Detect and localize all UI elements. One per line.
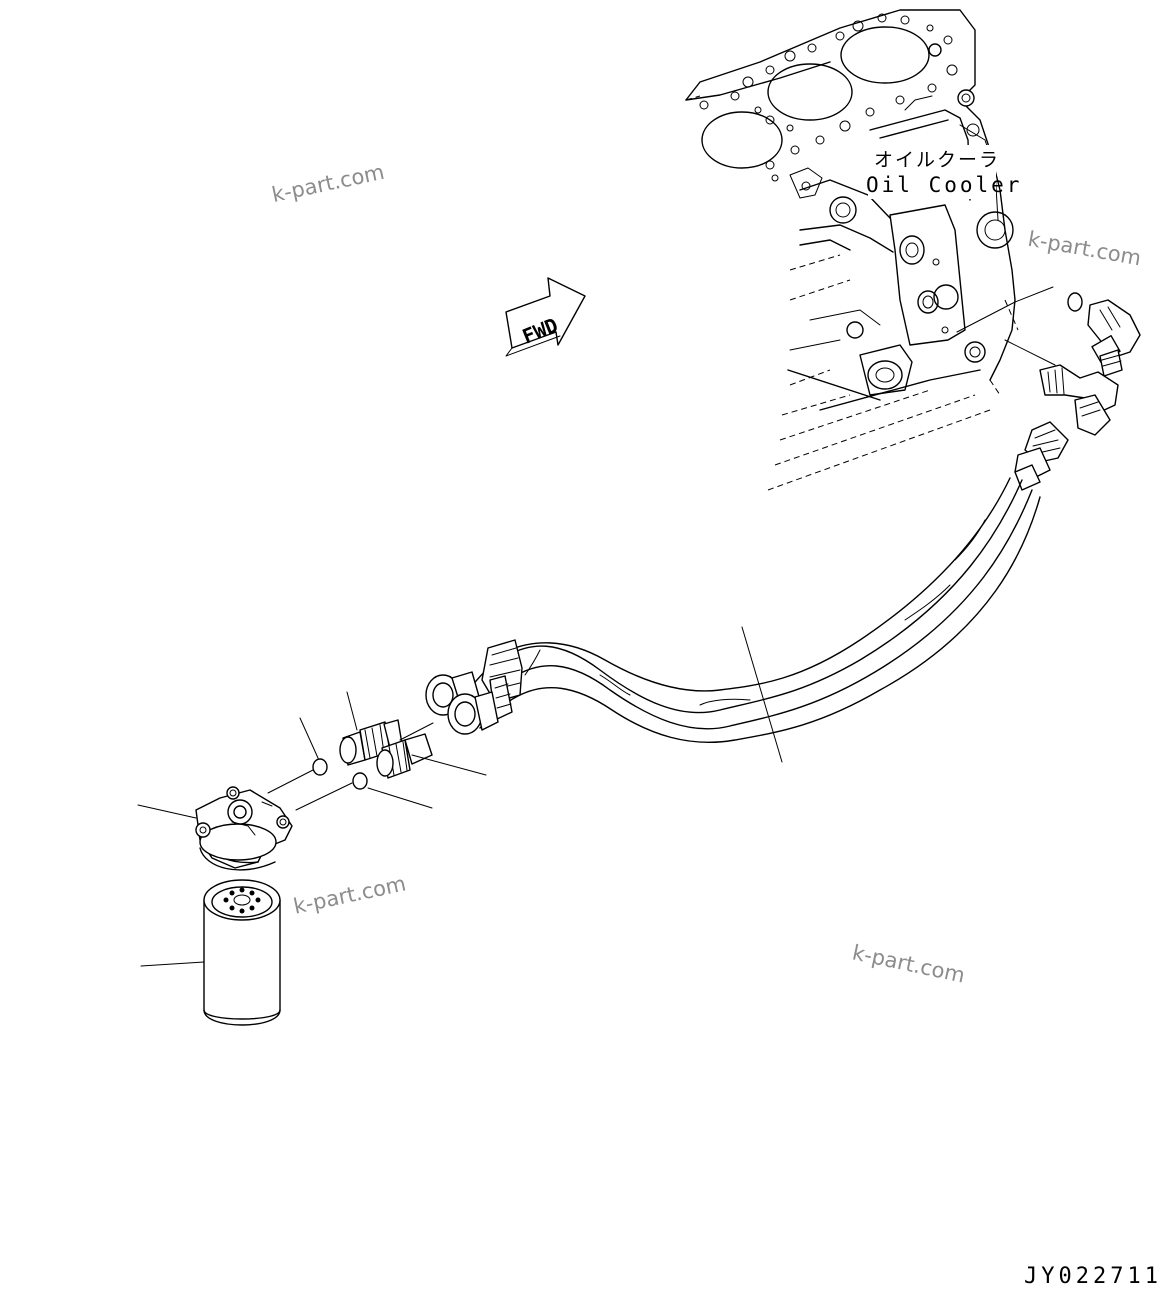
leader-line-connector-upper bbox=[346, 691, 358, 731]
filter-head[interactable] bbox=[137, 786, 293, 871]
oil-cooler-label-jp: オイルクーラ bbox=[874, 149, 1000, 171]
leader-line-o-ring-upper bbox=[299, 717, 319, 759]
cylinder-bore-2 bbox=[767, 63, 853, 121]
leader-line-connector-lower bbox=[411, 754, 487, 776]
o-ring-upper-right bbox=[1067, 292, 1083, 312]
watermark-1: k-part.com bbox=[270, 160, 387, 207]
forward-direction-arrow: FWD bbox=[505, 277, 586, 357]
oil-cooler-label-en: Oil Cooler bbox=[866, 173, 1022, 197]
watermark-3: k-part.com bbox=[291, 871, 408, 918]
watermark-4: k-part.com bbox=[850, 940, 967, 987]
oil-cooler-plate bbox=[889, 204, 966, 346]
engine-block bbox=[685, 9, 1019, 491]
o-ring-upper bbox=[312, 758, 328, 776]
elbow-fittings bbox=[956, 286, 1141, 436]
drawing-code: JY022711 bbox=[1024, 1264, 1162, 1289]
connectors bbox=[267, 691, 487, 811]
filter-cartridge[interactable] bbox=[140, 879, 281, 1026]
leader-line-filter-head bbox=[137, 804, 197, 819]
watermark-2: k-part.com bbox=[1026, 227, 1143, 270]
cylinder-bore-3 bbox=[840, 26, 930, 84]
oil-cooler-hoses bbox=[425, 421, 1069, 763]
leader-line-filter-cartridge bbox=[140, 961, 205, 967]
o-ring-lower bbox=[352, 772, 368, 790]
leader-line-o-ring-lower bbox=[367, 787, 433, 809]
oil-cooler-callout: オイルクーラ Oil Cooler bbox=[866, 145, 1022, 199]
cylinder-bore-1 bbox=[701, 111, 783, 169]
elbow-fitting-upper[interactable] bbox=[1087, 299, 1141, 359]
leader-line-hose bbox=[741, 626, 783, 763]
